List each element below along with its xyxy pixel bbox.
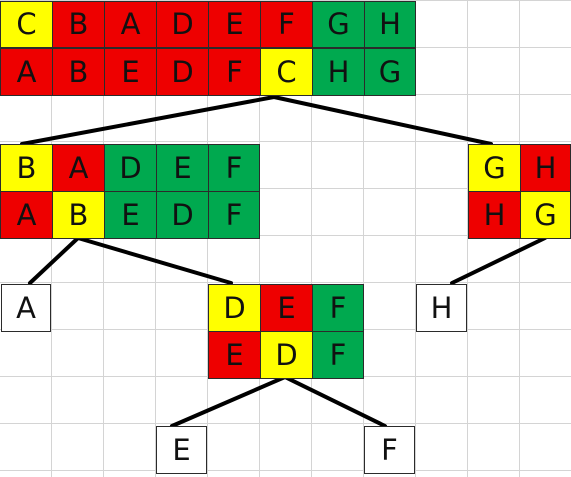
def-cell-r0-c1: E [260,284,313,332]
leaf-f: F [364,426,415,474]
left-cell-r0-c3: E [156,144,209,192]
right-cell-r1-c1: G [520,191,571,239]
edge-root-to-right [272,95,493,146]
root-cell-r0-c0: C [0,1,53,48]
left-cell-r0-c0: B [0,144,53,192]
right-cell-r1-c0: H [468,191,521,239]
root-cell-r1-c0: A [0,48,53,96]
right-cell-r0-c0: G [468,144,521,192]
edge-def-to-leaf-e [170,375,287,428]
left-cell-r1-c4: F [208,191,260,239]
root-cell-r1-c3: D [156,48,209,96]
root-cell-r0-c3: D [156,1,209,48]
edge-def-to-leaf-f [283,375,387,428]
left-cell-r1-c3: D [156,191,209,239]
root-cell-r0-c6: G [312,1,365,48]
root-cell-r1-c7: G [364,48,416,96]
leaf-h: H [416,284,467,332]
root-cell-r0-c2: A [104,1,157,48]
def-cell-r1-c2: F [312,331,364,379]
right-cell-r0-c1: H [520,144,571,192]
root-cell-r0-c1: B [52,1,105,48]
root-cell-r1-c1: B [52,48,105,96]
root-cell-r1-c5: C [260,48,313,96]
root-cell-r1-c2: E [104,48,157,96]
def-cell-r1-c1: D [260,331,313,379]
edge-right-to-leaf-h [450,236,547,285]
left-cell-r1-c1: B [52,191,105,239]
edge-root-to-left [20,95,276,146]
edge-left-to-def [76,236,233,285]
left-cell-r0-c1: A [52,144,105,192]
root-cell-r0-c7: H [364,1,416,48]
def-cell-r1-c0: E [208,331,261,379]
root-cell-r1-c4: F [208,48,261,96]
edge-left-to-leaf-a [28,236,80,285]
root-cell-r0-c4: E [208,1,261,48]
leaf-e: E [156,426,207,474]
root-cell-r0-c5: F [260,1,313,48]
left-cell-r1-c0: A [0,191,53,239]
left-cell-r0-c4: F [208,144,260,192]
def-cell-r0-c2: F [312,284,364,332]
left-cell-r1-c2: E [104,191,157,239]
def-cell-r0-c0: D [208,284,261,332]
leaf-a: A [1,284,51,332]
root-cell-r1-c6: H [312,48,365,96]
left-cell-r0-c2: D [104,144,157,192]
